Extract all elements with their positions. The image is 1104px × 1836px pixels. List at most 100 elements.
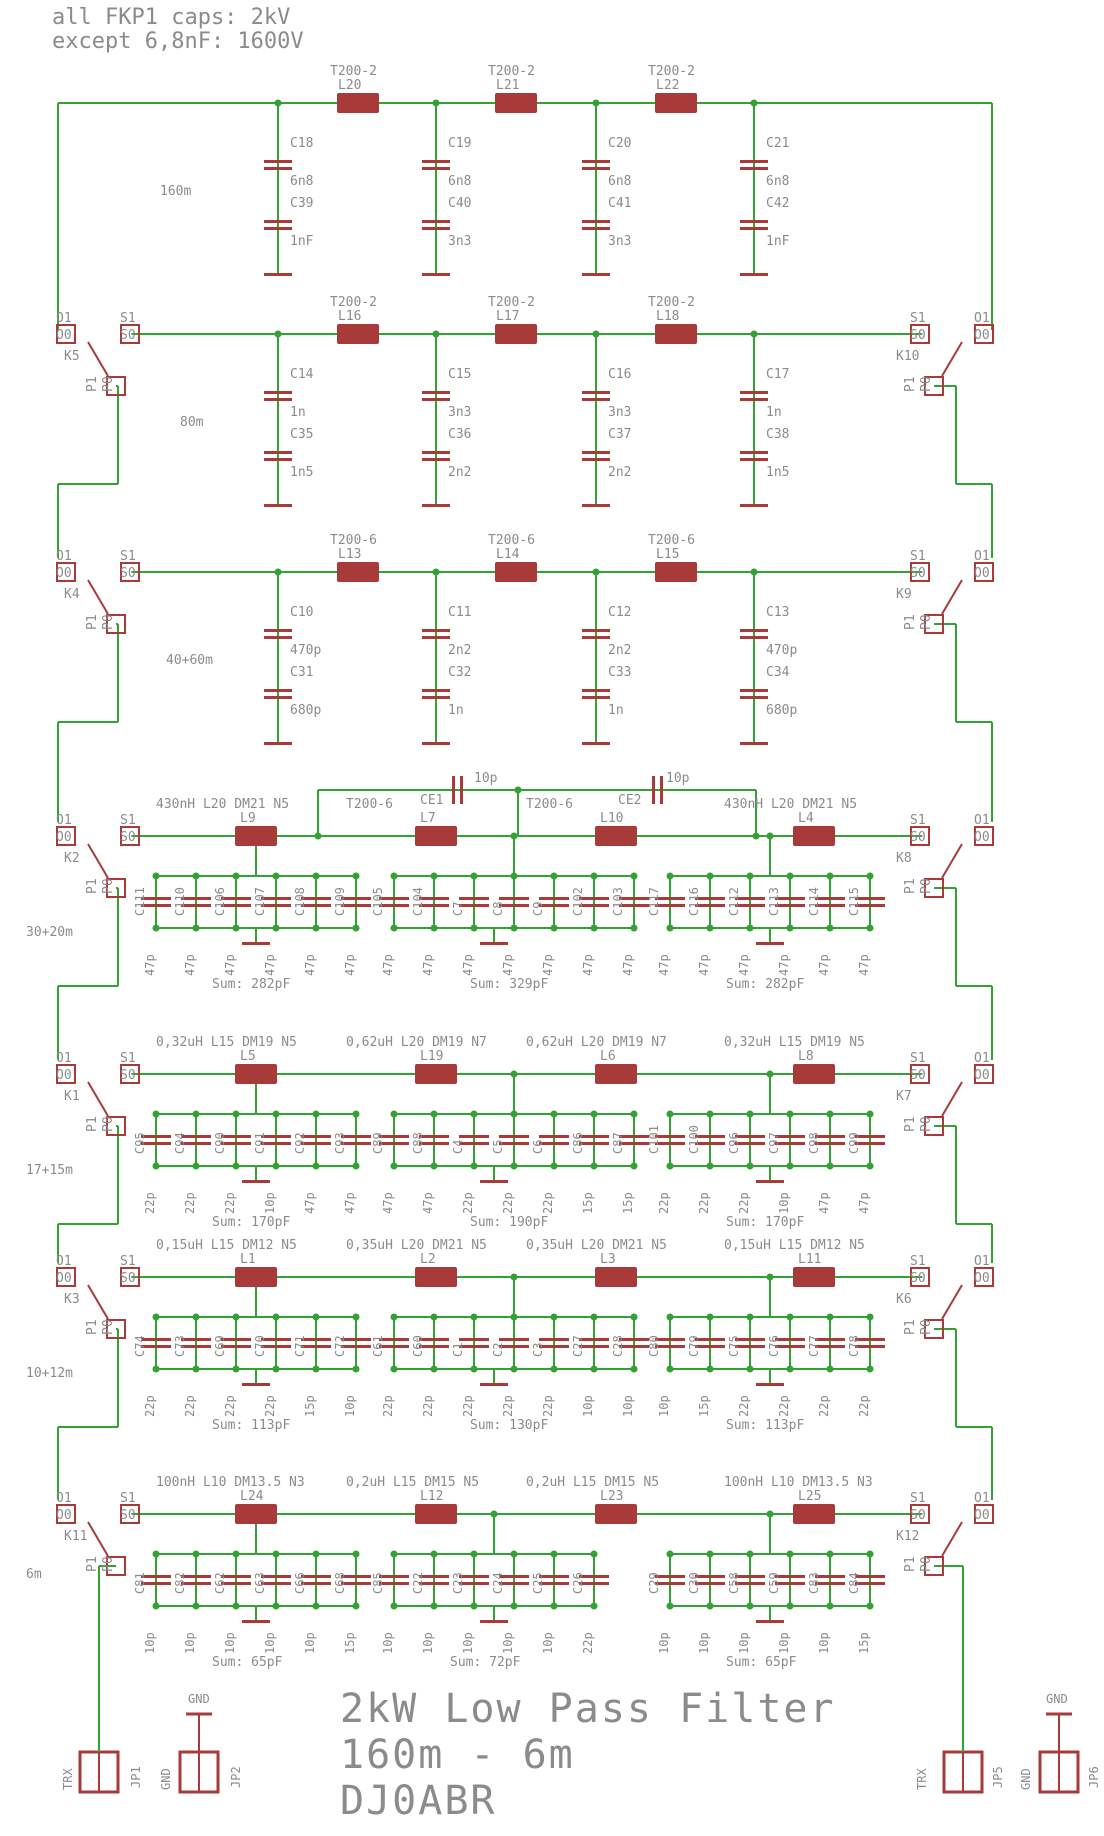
- band17-cap-ref: C99: [847, 1132, 861, 1154]
- band30-inductor-L4: [793, 826, 835, 846]
- K10-pin-o1: O1: [974, 311, 990, 326]
- band30-cap-C117: [655, 897, 685, 900]
- band80-cap-C35: [264, 451, 292, 454]
- band17-cap-val: 47p: [343, 1192, 357, 1214]
- ground-symbol: [582, 504, 610, 507]
- band160-cap-val: 3n3: [608, 234, 631, 249]
- band30-cap-ref: C109: [333, 887, 347, 916]
- band10-bank-sum: Sum: 130pF: [470, 1418, 548, 1433]
- band30-cap-ref: C117: [647, 887, 661, 916]
- junction-dot: [706, 1313, 714, 1321]
- band17-cap-val: 22p: [541, 1192, 555, 1214]
- junction-dot: [666, 1313, 674, 1321]
- band6-cap-val: 10p: [381, 1632, 395, 1654]
- band10-cap-C76: [775, 1338, 805, 1341]
- K12-pad-p: [924, 1556, 944, 1576]
- band80-cap-C15: [422, 398, 450, 401]
- band40-cap-ref: C34: [766, 665, 790, 680]
- band6-cap-val: 10p: [817, 1632, 831, 1654]
- K7-pin-o0: O0: [974, 1068, 990, 1083]
- band10-cap-C2: [499, 1345, 529, 1348]
- band80-inductor-type: T200-2: [488, 295, 535, 310]
- ground-symbol: [480, 1383, 508, 1386]
- band17-cap-C99: [855, 1135, 885, 1138]
- band160-cap-C21: [740, 167, 768, 170]
- K5-pin-s1: S1: [120, 311, 136, 326]
- band30-cap-C111: [141, 897, 171, 900]
- band6-cap-C59: [775, 1575, 805, 1578]
- junction-dot: [232, 1110, 240, 1118]
- K6-pin-o1: O1: [974, 1254, 990, 1269]
- band10-cap-val: 22p: [421, 1395, 435, 1417]
- band17-cap-ref: C5: [491, 1140, 505, 1154]
- band160-cap-C41: [582, 227, 610, 230]
- band17-inductor-L8: [793, 1064, 835, 1084]
- band6-cap-val: 10p: [303, 1632, 317, 1654]
- band30-inductor-type: 430nH L20 DM21 N5: [724, 797, 857, 812]
- band6-cap-C83: [815, 1575, 845, 1578]
- band10-cap-C28: [619, 1338, 649, 1341]
- band17-cap-C87: [619, 1135, 649, 1138]
- band6-cap-C23: [459, 1582, 489, 1585]
- wiring-layer: [57, 99, 993, 1752]
- band30-inductor-type: T200-6: [346, 797, 393, 812]
- ground-symbol: [422, 742, 450, 745]
- band30-cap-val: 47p: [737, 954, 751, 976]
- junction-dot: [470, 1313, 478, 1321]
- K11-contact: [87, 1521, 109, 1557]
- band6-cap-ref: C25: [531, 1572, 545, 1594]
- junction-dot: [630, 1162, 638, 1170]
- junction-dot: [786, 1162, 794, 1170]
- band10-cap-C74: [141, 1345, 171, 1348]
- junction-dot: [786, 1110, 794, 1118]
- K7-pin-o1: O1: [974, 1051, 990, 1066]
- band6-cap-val: 10p: [461, 1632, 475, 1654]
- junction-dot: [152, 1110, 160, 1118]
- K11-pin-p0: P0: [101, 1556, 116, 1572]
- band10-inductor-ref: L1: [240, 1252, 256, 1267]
- junction-dot: [766, 1510, 774, 1518]
- band10-cap-val: 22p: [461, 1395, 475, 1417]
- band40-inductor-type: T200-6: [648, 533, 695, 548]
- band17-cap-ref: C98: [807, 1132, 821, 1154]
- K9-pin-p0: P0: [919, 614, 934, 630]
- band80-cap-C37: [582, 458, 610, 461]
- junction-dot: [390, 1313, 398, 1321]
- K6-contact: [941, 1284, 963, 1320]
- band6-cap-C63: [261, 1582, 291, 1585]
- band80-cap-C16: [582, 391, 610, 394]
- band6-inductor-L24: [235, 1504, 277, 1524]
- junction-dot: [590, 924, 598, 932]
- junction-dot: [430, 1550, 438, 1558]
- band40-cap-C31: [264, 696, 292, 699]
- band10-cap-ref: C79: [687, 1335, 701, 1357]
- junction-dot: [272, 1313, 280, 1321]
- band10-cap-ref: C61: [371, 1335, 385, 1357]
- band17-cap-C6: [539, 1142, 569, 1145]
- band40-cap-val: 1n: [448, 703, 464, 718]
- band10-cap-C60: [419, 1338, 449, 1341]
- band17-cap-C92: [301, 1142, 331, 1145]
- junction-dot: [430, 1110, 438, 1118]
- junction-dot: [272, 924, 280, 932]
- connector-jp2-gnd-label: GND: [188, 1692, 210, 1706]
- band10-cap-val: 22p: [381, 1395, 395, 1417]
- band17-cap-C97: [775, 1135, 805, 1138]
- band17-bank-sum: Sum: 170pF: [726, 1215, 804, 1230]
- band6-cap-C30: [695, 1582, 725, 1585]
- band17-inductor-ref: L8: [798, 1049, 814, 1064]
- band10-cap-C79: [695, 1345, 725, 1348]
- band6-cap-C25: [539, 1575, 569, 1578]
- junction-dot: [192, 1110, 200, 1118]
- band30-cap-C108: [301, 897, 331, 900]
- band6-cap-ref: C23: [451, 1572, 465, 1594]
- band17-cap-C4: [459, 1142, 489, 1145]
- band30-cap-ref: C116: [687, 887, 701, 916]
- band30-cap-C107: [261, 897, 291, 900]
- band6-cap-ref: C83: [807, 1572, 821, 1594]
- band40-cap-val: 680p: [766, 703, 797, 718]
- band10-inductor-L3: [595, 1267, 637, 1287]
- junction-dot: [272, 1365, 280, 1373]
- junction-dot: [312, 1602, 320, 1610]
